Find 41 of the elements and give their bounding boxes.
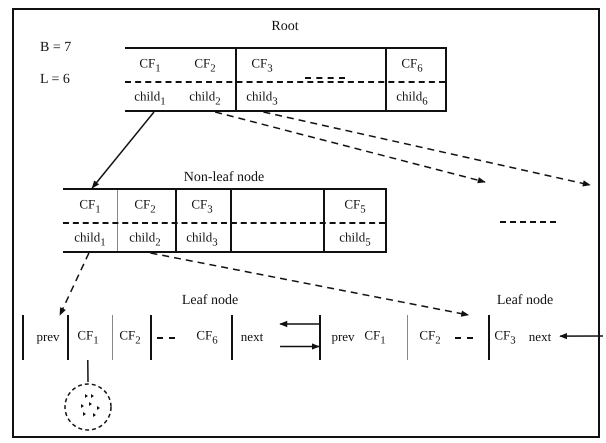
arrow xyxy=(559,332,603,340)
cell-text: CF$_{1}$ xyxy=(139,56,161,74)
cell-text: child$_{2}$ xyxy=(189,88,221,108)
cell-text: CF$_{6}$ xyxy=(401,56,423,74)
cell-text: CF$_{1}$ xyxy=(364,328,386,346)
cell-text: CF$_{2}$ xyxy=(194,56,216,74)
arrow xyxy=(59,252,90,316)
arrow xyxy=(214,111,486,184)
cell-text: child$_{1}$ xyxy=(134,88,166,108)
cell-text: child$_{6}$ xyxy=(396,88,428,108)
cell-text: CF$_{5}$ xyxy=(344,196,366,216)
cell-text: CF$_{3}$ xyxy=(494,328,516,346)
parameter-label: L = 6 xyxy=(40,72,70,88)
cell-text: prev xyxy=(36,329,60,345)
cell-text: child$_{2}$ xyxy=(129,230,161,248)
arrow xyxy=(150,252,470,317)
cell-text: CF$_{3}$ xyxy=(191,196,213,216)
parameter-label: B = 7 xyxy=(40,40,72,56)
cell-text: CF$_{3}$ xyxy=(251,56,273,74)
cell-text: CF$_{1}$ xyxy=(77,328,99,346)
cell-text: child$_{5}$ xyxy=(339,230,371,248)
arrow xyxy=(263,111,591,187)
cell-text: CF$_{6}$ xyxy=(196,328,218,346)
cell-text: child$_{3}$ xyxy=(246,88,278,108)
cell-text: next xyxy=(528,329,552,345)
arrow xyxy=(279,320,319,328)
cell-text: CF$_{2}$ xyxy=(419,328,441,346)
cell-text: CF$_{1}$ xyxy=(79,196,101,216)
cell-text: next xyxy=(240,329,264,345)
arrow xyxy=(92,112,155,189)
cell-text: child$_{1}$ xyxy=(74,230,106,248)
node-heading: Root xyxy=(271,19,299,35)
cell-text: prev xyxy=(331,329,355,345)
cell-text: CF$_{2}$ xyxy=(119,328,141,346)
cluster-circle xyxy=(63,382,113,432)
node-heading: Leaf node xyxy=(182,293,238,309)
arrow xyxy=(280,343,320,350)
node-heading: Leaf node xyxy=(496,293,554,309)
node-heading: Non-leaf node xyxy=(184,170,264,186)
cell-text: CF$_{2}$ xyxy=(134,196,156,216)
cell-text: child$_{3}$ xyxy=(186,230,218,248)
